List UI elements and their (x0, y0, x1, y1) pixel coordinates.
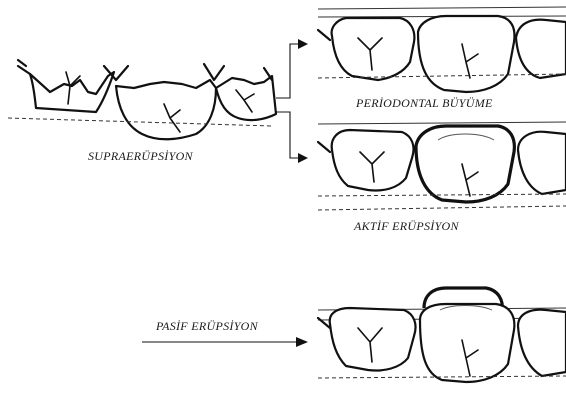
middle-tooth-cusp-right (204, 64, 224, 80)
perio-tooth-right (516, 20, 566, 78)
active-left-cusp (318, 142, 330, 152)
periodontal-growth-teeth (318, 7, 566, 92)
active-gum-line-2 (318, 206, 566, 210)
branch-line (276, 44, 298, 158)
active-eruption-label: AKTİF ERÜPSİYON (354, 219, 459, 234)
supraeruption-teeth (8, 60, 276, 139)
active-eruption-teeth (318, 122, 566, 210)
arrowhead-bottom (298, 153, 308, 163)
active-occlusal-line (318, 122, 566, 124)
active-tooth-middle (416, 126, 514, 202)
passive-eruption-teeth (142, 288, 566, 382)
branch-arrows (276, 39, 308, 163)
passive-tooth-middle (420, 304, 514, 382)
passive-eruption-label: PASİF ERÜPSİYON (156, 319, 258, 334)
periodontal-growth-label: PERİODONTAL BÜYÜME (356, 96, 493, 111)
passive-tooth-right (518, 310, 566, 376)
active-tooth-right (518, 132, 566, 194)
perio-occlusal-line-1 (318, 7, 566, 9)
perio-tooth-left (332, 18, 415, 80)
passive-arrowhead (296, 337, 308, 347)
left-tooth-supra (30, 72, 114, 112)
supraeruption-label: SUPRAERÜPSİYON (88, 149, 193, 164)
active-tooth-left (332, 130, 414, 191)
perio-tooth-middle (418, 16, 514, 92)
arrowhead-top (298, 39, 308, 49)
left-tooth-root (18, 60, 30, 74)
perio-left-cusp (318, 30, 330, 40)
